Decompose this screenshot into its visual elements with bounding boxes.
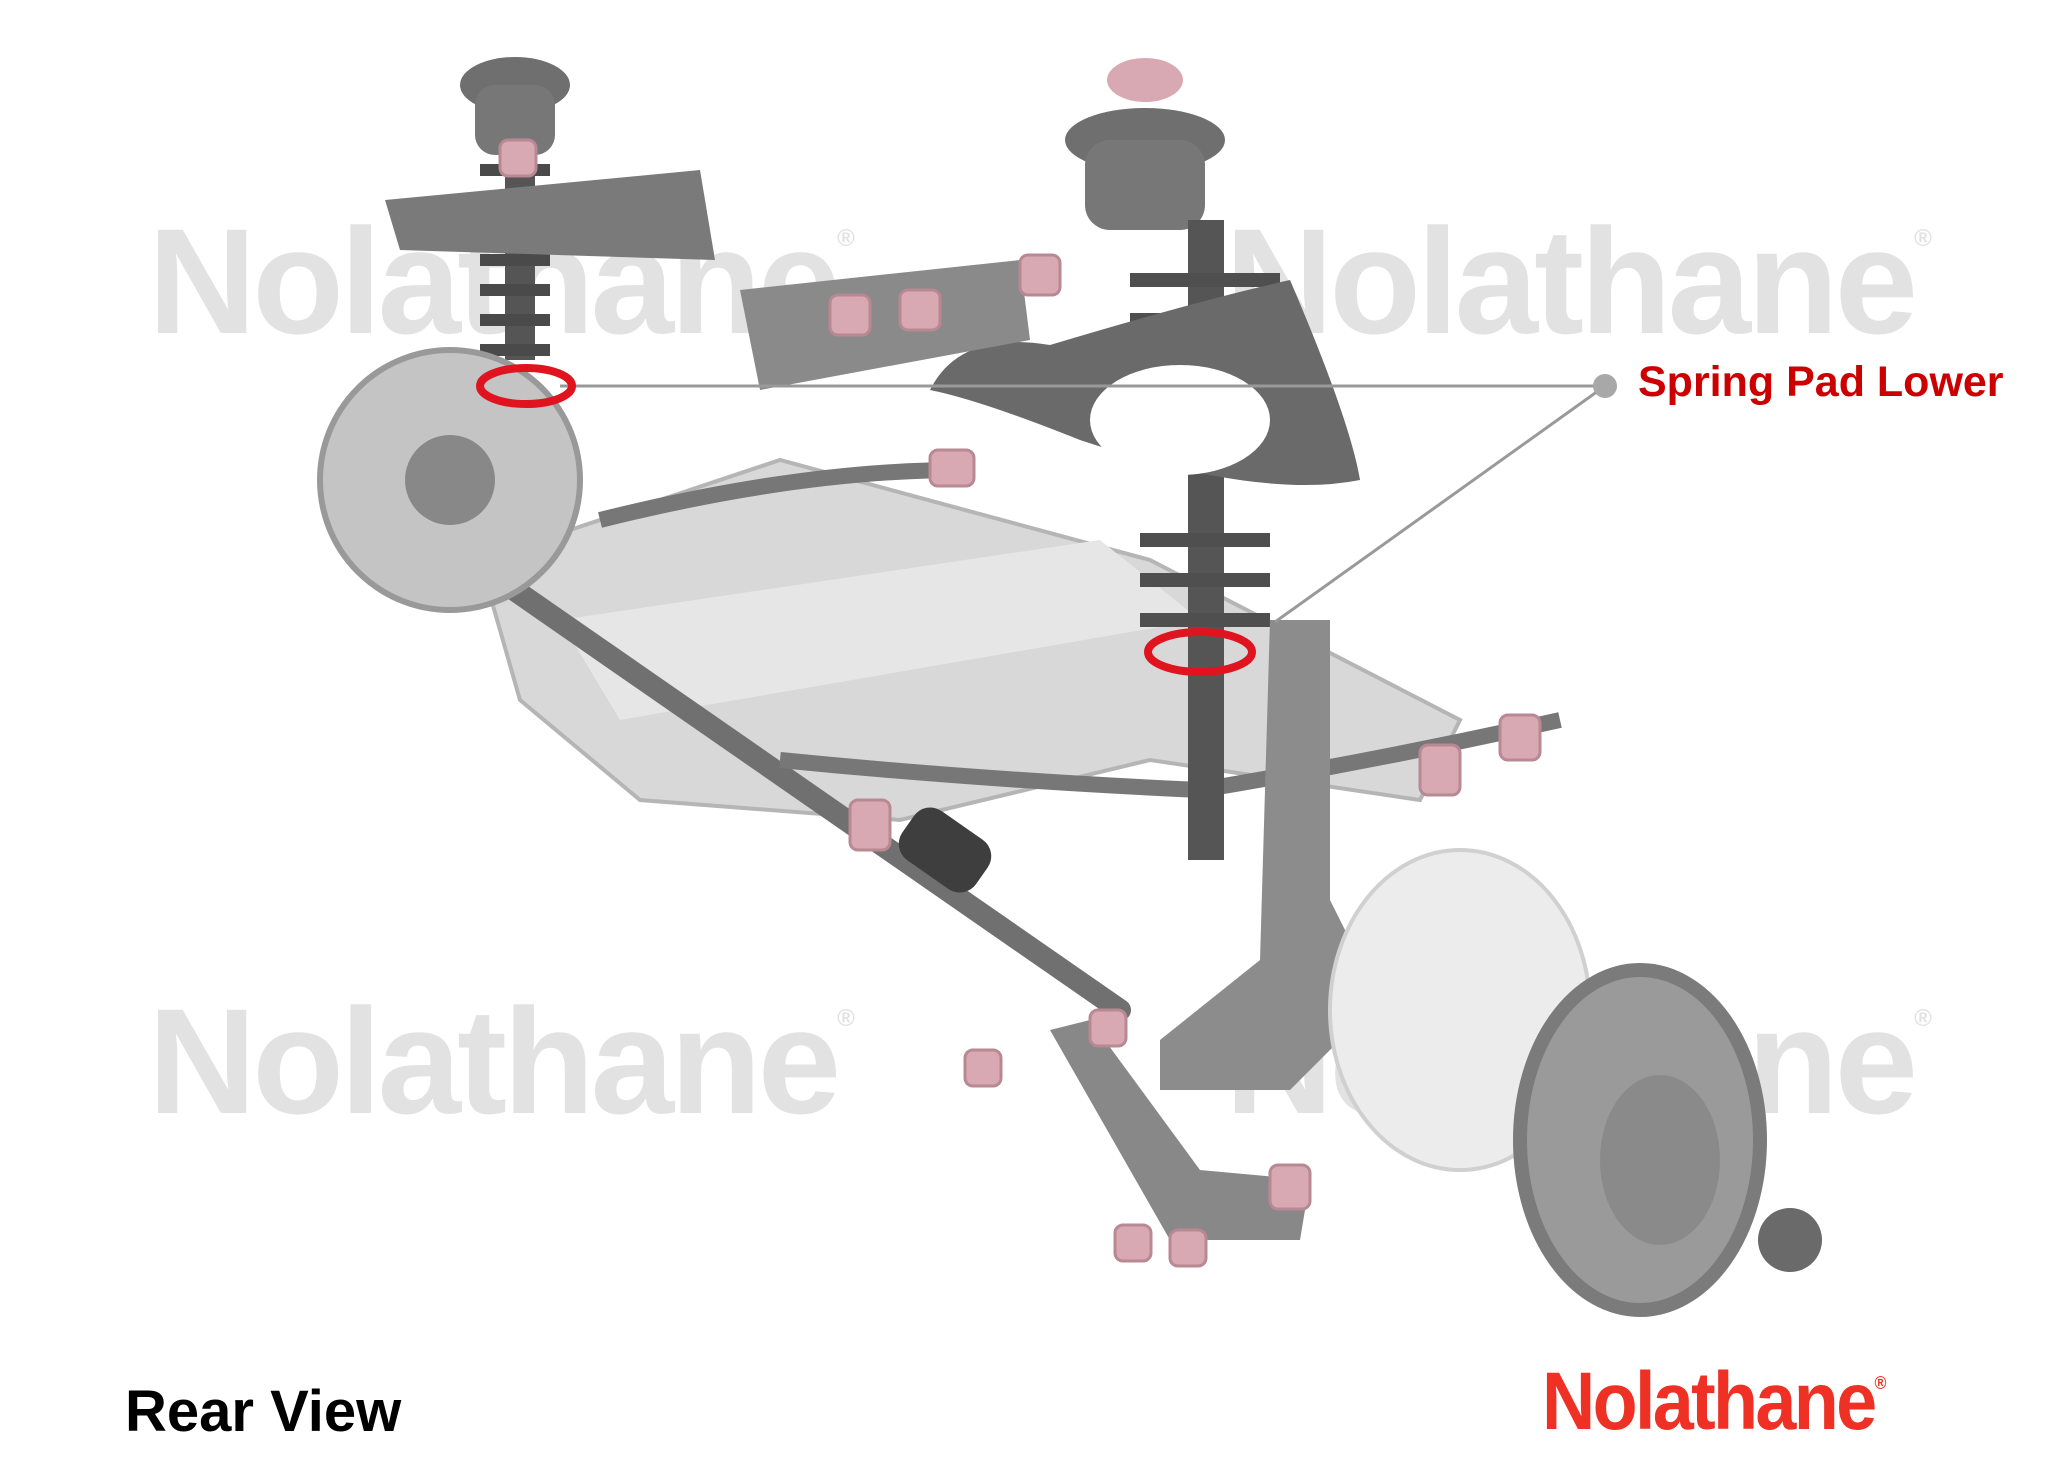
callout-label: Spring Pad Lower — [1638, 358, 2004, 406]
bushings — [498, 138, 1542, 1268]
brand-logo: Nolathane® — [1542, 1356, 1886, 1447]
upper-arm-brackets — [740, 260, 1030, 390]
leader-line — [1274, 384, 1606, 624]
view-label: Rear View — [125, 1379, 402, 1444]
spring-pad-lower-highlight — [476, 364, 576, 408]
spring-pad-lower-highlight — [1144, 628, 1256, 676]
hub-nut — [1758, 1208, 1822, 1272]
watermark: Nolathane® — [1225, 197, 1932, 365]
steering-rack — [489, 569, 1131, 1021]
rack-boot — [898, 807, 992, 893]
lower-control-arm — [1050, 1020, 1310, 1240]
watermark: Nolathane® — [148, 977, 855, 1145]
steering-knuckle — [1160, 620, 1380, 1090]
leader-dot — [1593, 374, 1617, 398]
left-strut — [385, 57, 715, 360]
